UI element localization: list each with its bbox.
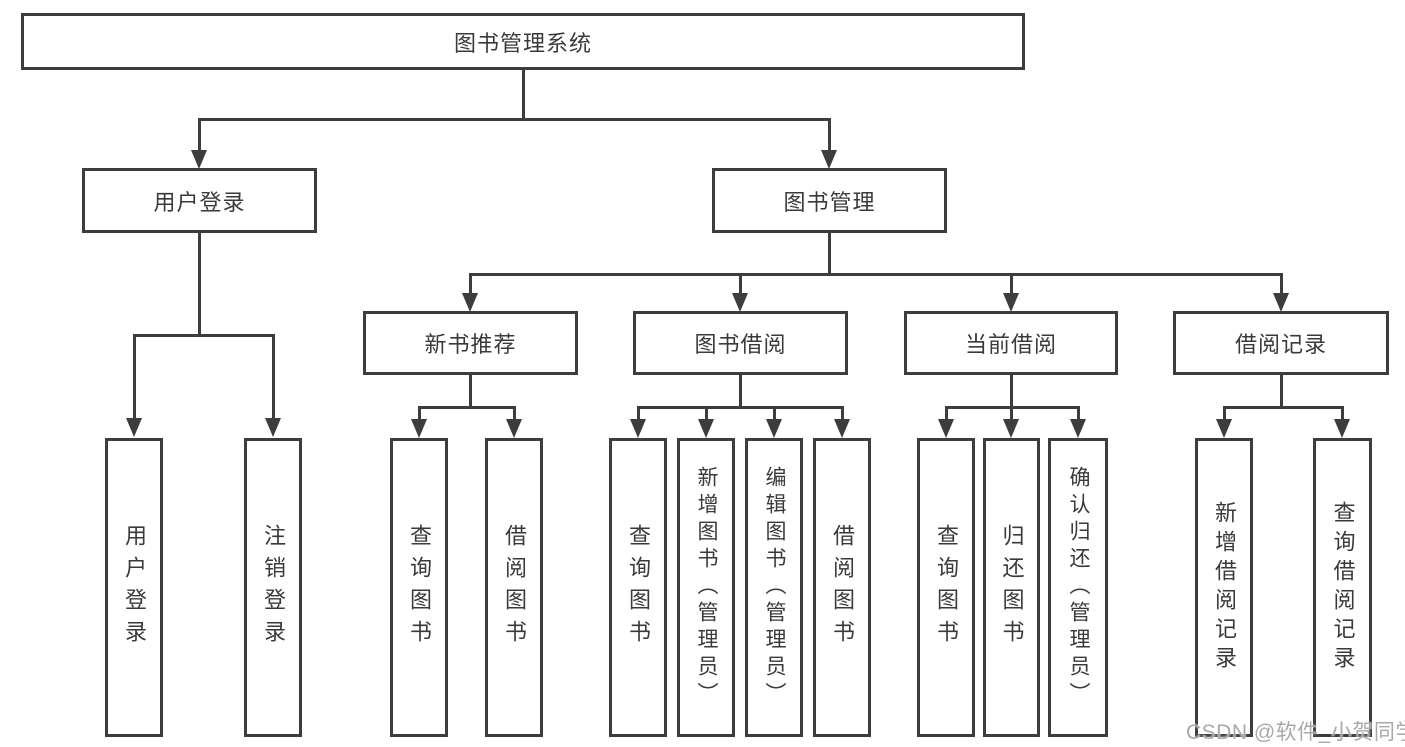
node-new-book-recommend: 新书推荐 bbox=[363, 311, 578, 375]
connector-user-login-drop bbox=[198, 118, 201, 150]
arrow-down-icon bbox=[1003, 293, 1019, 312]
connector-bar bbox=[637, 406, 844, 409]
connector-user-login-stem bbox=[198, 232, 201, 334]
connector-leaf-drop bbox=[1223, 406, 1226, 420]
leaf-return-book: 归还图书 bbox=[983, 438, 1040, 737]
arrow-down-icon bbox=[1334, 419, 1350, 438]
leaf-logout: 注销登录 bbox=[244, 438, 302, 737]
node-current-borrow: 当前借阅 bbox=[904, 311, 1118, 375]
connector-leaf-drop bbox=[637, 406, 640, 420]
arrow-down-icon bbox=[191, 150, 207, 169]
connector-level3-bar bbox=[469, 273, 1283, 276]
connector-stem bbox=[469, 375, 472, 407]
leaf-add-book-admin: 新增图书（管理员） bbox=[677, 438, 735, 737]
connector-leaf-drop bbox=[1077, 406, 1080, 420]
arrow-down-icon bbox=[732, 293, 748, 312]
connector-stem bbox=[1280, 375, 1283, 407]
connector-drop bbox=[469, 273, 472, 293]
leaf-query-book: 查询图书 bbox=[609, 438, 667, 737]
connector-drop bbox=[1280, 273, 1283, 293]
leaf-borrow-book: 借阅图书 bbox=[813, 438, 871, 737]
connector-leaf-drop bbox=[773, 406, 776, 420]
leaf-query-book: 查询图书 bbox=[917, 438, 975, 737]
connector-drop bbox=[739, 273, 742, 293]
connector-leaf-drop bbox=[945, 406, 948, 420]
node-borrow-record: 借阅记录 bbox=[1173, 311, 1389, 375]
arrow-down-icon bbox=[630, 419, 646, 438]
arrow-down-icon bbox=[834, 419, 850, 438]
arrow-down-icon bbox=[766, 419, 782, 438]
connector-bar bbox=[418, 406, 516, 409]
arrow-down-icon bbox=[1070, 419, 1086, 438]
arrow-down-icon bbox=[126, 418, 142, 437]
connector-leaf-drop bbox=[705, 406, 708, 420]
leaf-query-borrow-record: 查询借阅记录 bbox=[1313, 438, 1372, 737]
connector-stem bbox=[1010, 375, 1013, 407]
connector-stem bbox=[739, 375, 742, 407]
arrow-down-icon bbox=[1273, 293, 1289, 312]
arrow-down-icon bbox=[1216, 419, 1232, 438]
arrow-down-icon bbox=[462, 293, 478, 312]
connector-bar bbox=[1223, 406, 1344, 409]
arrow-down-icon bbox=[411, 419, 427, 438]
connector-user-login-bar bbox=[133, 334, 275, 337]
arrow-down-icon bbox=[938, 419, 954, 438]
connector-book-mgmt-stem bbox=[828, 232, 831, 273]
arrow-down-icon bbox=[821, 150, 837, 169]
connector-book-mgmt-drop bbox=[828, 118, 831, 150]
arrow-down-icon bbox=[506, 419, 522, 438]
connector-leaf-drop bbox=[1341, 406, 1344, 420]
leaf-add-borrow-record: 新增借阅记录 bbox=[1195, 438, 1253, 737]
connector-leaf-drop bbox=[841, 406, 844, 420]
connector-leaf-drop bbox=[418, 406, 421, 420]
connector-leaf-drop bbox=[1010, 406, 1013, 420]
leaf-confirm-return-admin: 确认归还（管理员） bbox=[1048, 438, 1108, 737]
leaf-user-login: 用户登录 bbox=[105, 438, 163, 737]
arrow-down-icon bbox=[265, 418, 281, 437]
csdn-watermark: CSDN @软件_小贺同学 bbox=[1186, 721, 1405, 744]
node-book-borrow: 图书借阅 bbox=[633, 311, 848, 375]
connector-leaf-drop bbox=[513, 406, 516, 420]
connector-level2-bar bbox=[198, 118, 831, 121]
leaf-query-book: 查询图书 bbox=[390, 438, 448, 737]
connector-drop bbox=[1010, 273, 1013, 293]
node-user-login: 用户登录 bbox=[82, 168, 317, 233]
connector-root-stem bbox=[522, 69, 525, 118]
connector-leaf-drop bbox=[272, 334, 275, 418]
arrow-down-icon bbox=[1003, 419, 1019, 438]
node-book-management: 图书管理 bbox=[712, 168, 947, 233]
connector-leaf-drop bbox=[133, 334, 136, 418]
leaf-edit-book-admin: 编辑图书（管理员） bbox=[745, 438, 803, 737]
arrow-down-icon bbox=[698, 419, 714, 438]
leaf-borrow-book: 借阅图书 bbox=[485, 438, 543, 737]
node-root: 图书管理系统 bbox=[21, 13, 1025, 70]
